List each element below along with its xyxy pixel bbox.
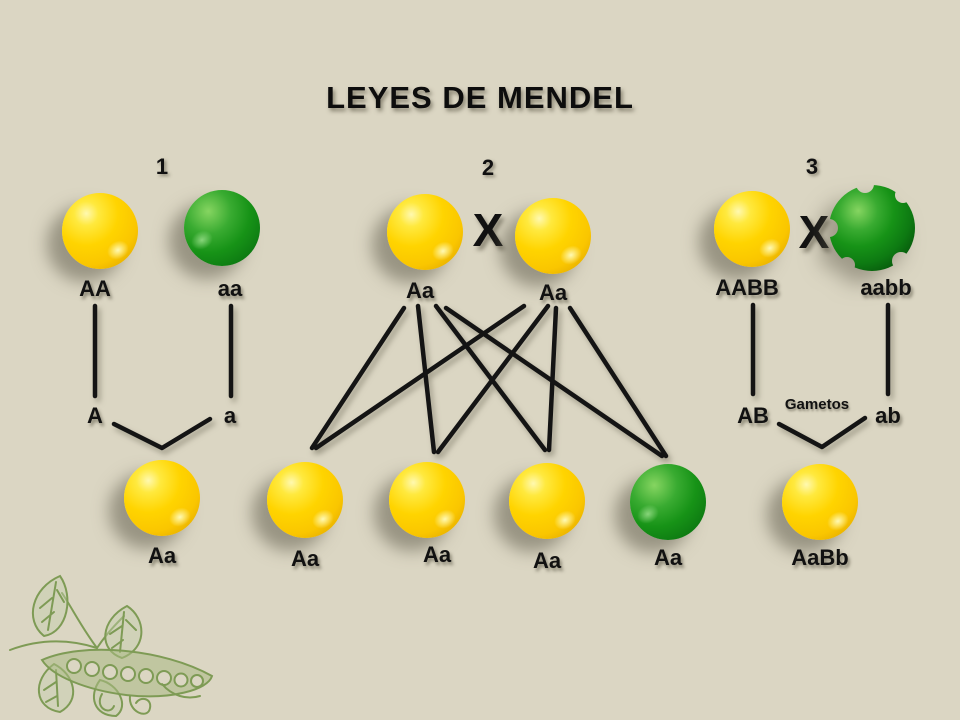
pea-offspring-s3-yellow-icon [782, 464, 858, 540]
pea-offspring1-s2-yellow-icon [267, 462, 343, 538]
genotype-label-parent2-s1: aa [217, 276, 243, 301]
section-2-number: 2 [481, 155, 495, 180]
pea-offspring2-s2-yellow-icon [389, 462, 465, 538]
genotype-label-offspring3-s2: Aa [532, 548, 562, 573]
gamete-label-A: A [87, 403, 103, 428]
gamete-label-ab: ab [875, 403, 901, 428]
pea-pod-sketch-illustration [9, 574, 214, 718]
pea-parent-AA-yellow-icon [62, 193, 138, 269]
genotype-label-offspring2-s2: Aa [422, 542, 452, 567]
pea-parent-AABB-yellow-icon [714, 191, 790, 267]
section-1-number: 1 [155, 154, 169, 179]
gamete-label-a: a [223, 403, 237, 428]
pea-offspring-s1-yellow-icon [124, 460, 200, 536]
page-title: LEYES DE MENDEL [326, 80, 634, 115]
genotype-label-parent1-s3: AABB [715, 275, 779, 300]
pea-parent-aa-green-icon [184, 190, 260, 266]
pea-offspring3-s2-yellow-icon [509, 463, 585, 539]
section-3-number: 3 [805, 154, 819, 179]
genotype-label-parent1-s2: Aa [405, 278, 435, 303]
genotype-label-parent1-s1: AA [79, 276, 111, 301]
genotype-label-offspring-s1: Aa [147, 543, 177, 568]
cross-symbol-s3: X [798, 206, 830, 258]
pea-parent2-Aa-yellow-icon [515, 198, 591, 274]
cross-symbol-s2: X [472, 204, 504, 256]
pea-parent-aabb-green-wrinkled-icon [829, 185, 915, 271]
genotype-label-parent2-s3: aabb [860, 275, 912, 300]
genotype-label-offspring-s3: AaBb [791, 545, 849, 570]
gametes-caption: Gametos [784, 396, 850, 413]
genotype-label-offspring1-s2: Aa [290, 546, 320, 571]
genotype-label-parent2-s2: Aa [538, 280, 568, 305]
pea-offspring4-s2-green-icon [630, 464, 706, 540]
gamete-label-AB: AB [737, 403, 769, 428]
pea-parent1-Aa-yellow-icon [387, 194, 463, 270]
genotype-label-offspring4-s2: Aa [653, 545, 683, 570]
